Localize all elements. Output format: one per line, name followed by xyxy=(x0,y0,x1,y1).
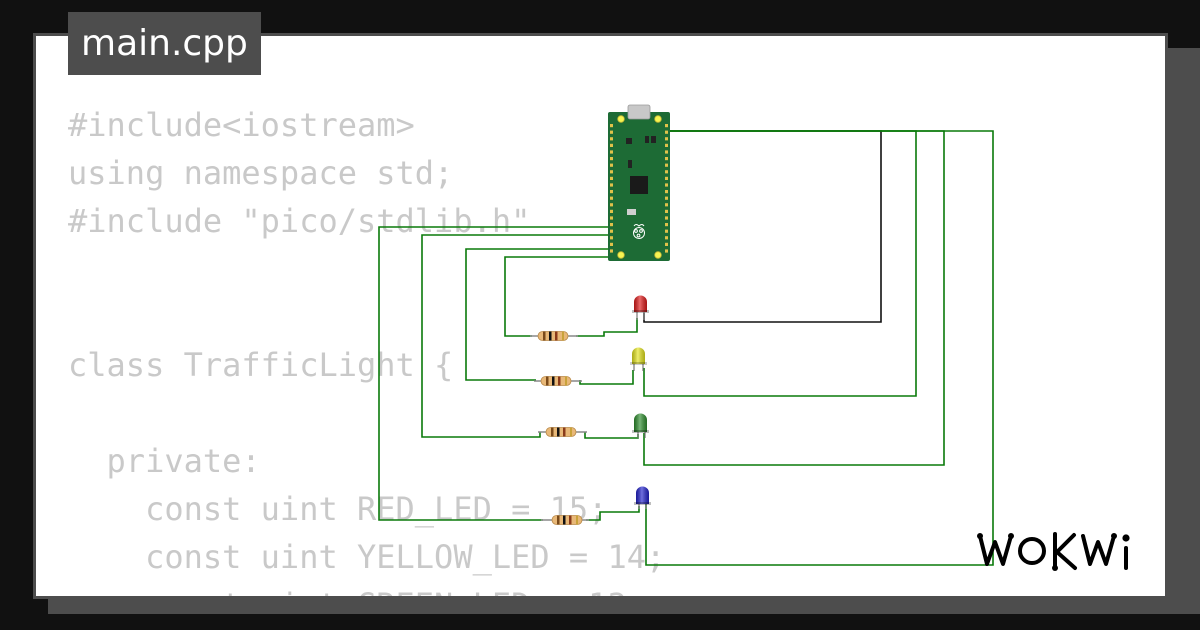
board-pin xyxy=(665,216,668,220)
file-tab[interactable]: main.cpp xyxy=(68,12,261,75)
board-pin xyxy=(610,203,613,207)
board-pin xyxy=(665,209,668,213)
board-pin xyxy=(665,183,668,187)
wire-gpio-blue xyxy=(378,226,610,521)
board-pin xyxy=(610,170,613,174)
board-pin xyxy=(610,150,613,154)
wire-yellow-cathode xyxy=(643,130,917,397)
led-yellow[interactable] xyxy=(630,347,647,372)
rp2040-chip xyxy=(630,176,648,194)
board-pin xyxy=(665,176,668,180)
wire-gpio-red xyxy=(504,256,610,337)
resistor[interactable] xyxy=(530,331,578,341)
led-blue[interactable] xyxy=(634,486,651,510)
board-pin xyxy=(610,190,613,194)
code-block: #include<iostream> using namespace std; #i… xyxy=(68,101,666,596)
board-pin xyxy=(610,196,613,200)
board-pin xyxy=(610,183,613,187)
code-line: #include<iostream> xyxy=(68,106,415,144)
resistor[interactable] xyxy=(538,427,587,437)
pico-board[interactable] xyxy=(608,104,670,261)
wires xyxy=(378,130,994,566)
board-pin xyxy=(665,242,668,246)
board-pin xyxy=(665,124,668,128)
wire-green-cathode xyxy=(643,130,945,466)
raspberry-logo-icon xyxy=(633,224,645,239)
board-pin xyxy=(610,229,613,233)
board-pin xyxy=(665,137,668,141)
board-pin xyxy=(610,249,613,253)
board-pins-right xyxy=(665,124,668,253)
board-pin xyxy=(665,190,668,194)
board-pin xyxy=(610,216,613,220)
board-pin xyxy=(665,203,668,207)
code-line: private: xyxy=(68,442,261,480)
board-pin xyxy=(610,157,613,161)
wire-red-cathode xyxy=(643,130,882,323)
board-pin xyxy=(665,170,668,174)
board-pin xyxy=(665,143,668,147)
resistor[interactable] xyxy=(534,376,582,386)
wire-gpio-green xyxy=(421,234,610,438)
led-red[interactable] xyxy=(632,295,649,321)
wire-green-anode xyxy=(584,432,639,439)
board-pin xyxy=(665,163,668,167)
board-pins-left xyxy=(610,124,613,253)
board-pin xyxy=(665,236,668,240)
board-pin xyxy=(610,176,613,180)
board-pin xyxy=(665,157,668,161)
board-pin xyxy=(665,229,668,233)
code-line: const uint GREEN_LED = 13; xyxy=(68,581,665,596)
board-pin xyxy=(610,143,613,147)
board-pin xyxy=(610,137,613,141)
wire-yellow-anode xyxy=(579,370,634,385)
board-pin xyxy=(610,242,613,246)
board-pin xyxy=(610,130,613,134)
board-pin xyxy=(665,223,668,227)
board-pin xyxy=(610,236,613,240)
usb-port xyxy=(627,104,651,120)
code-line: using namespace std; xyxy=(68,154,454,192)
board-pin xyxy=(665,150,668,154)
code-line: #include "pico/stdlib.h" xyxy=(68,202,531,240)
board-pin xyxy=(665,196,668,200)
board-pin xyxy=(610,124,613,128)
board-pin xyxy=(610,209,613,213)
led-green[interactable] xyxy=(632,413,649,439)
code-line: const uint RED_LED = 15; xyxy=(68,490,608,528)
wokwi-logo-icon xyxy=(977,532,1130,571)
wire-blue-anode xyxy=(586,506,640,521)
wire-red-anode xyxy=(576,318,638,337)
board-pin xyxy=(610,223,613,227)
resistor[interactable] xyxy=(541,515,589,525)
board-pin xyxy=(665,130,668,134)
code-line: class TrafficLight { xyxy=(68,346,454,384)
board-pin xyxy=(665,249,668,253)
code-card: #include<iostream> using namespace std; #i… xyxy=(33,33,1168,599)
wire-gnd-rail xyxy=(645,130,994,566)
wire-gpio-yellow xyxy=(465,248,610,381)
code-line: const uint YELLOW_LED = 14; xyxy=(68,538,666,576)
board-pin xyxy=(610,163,613,167)
